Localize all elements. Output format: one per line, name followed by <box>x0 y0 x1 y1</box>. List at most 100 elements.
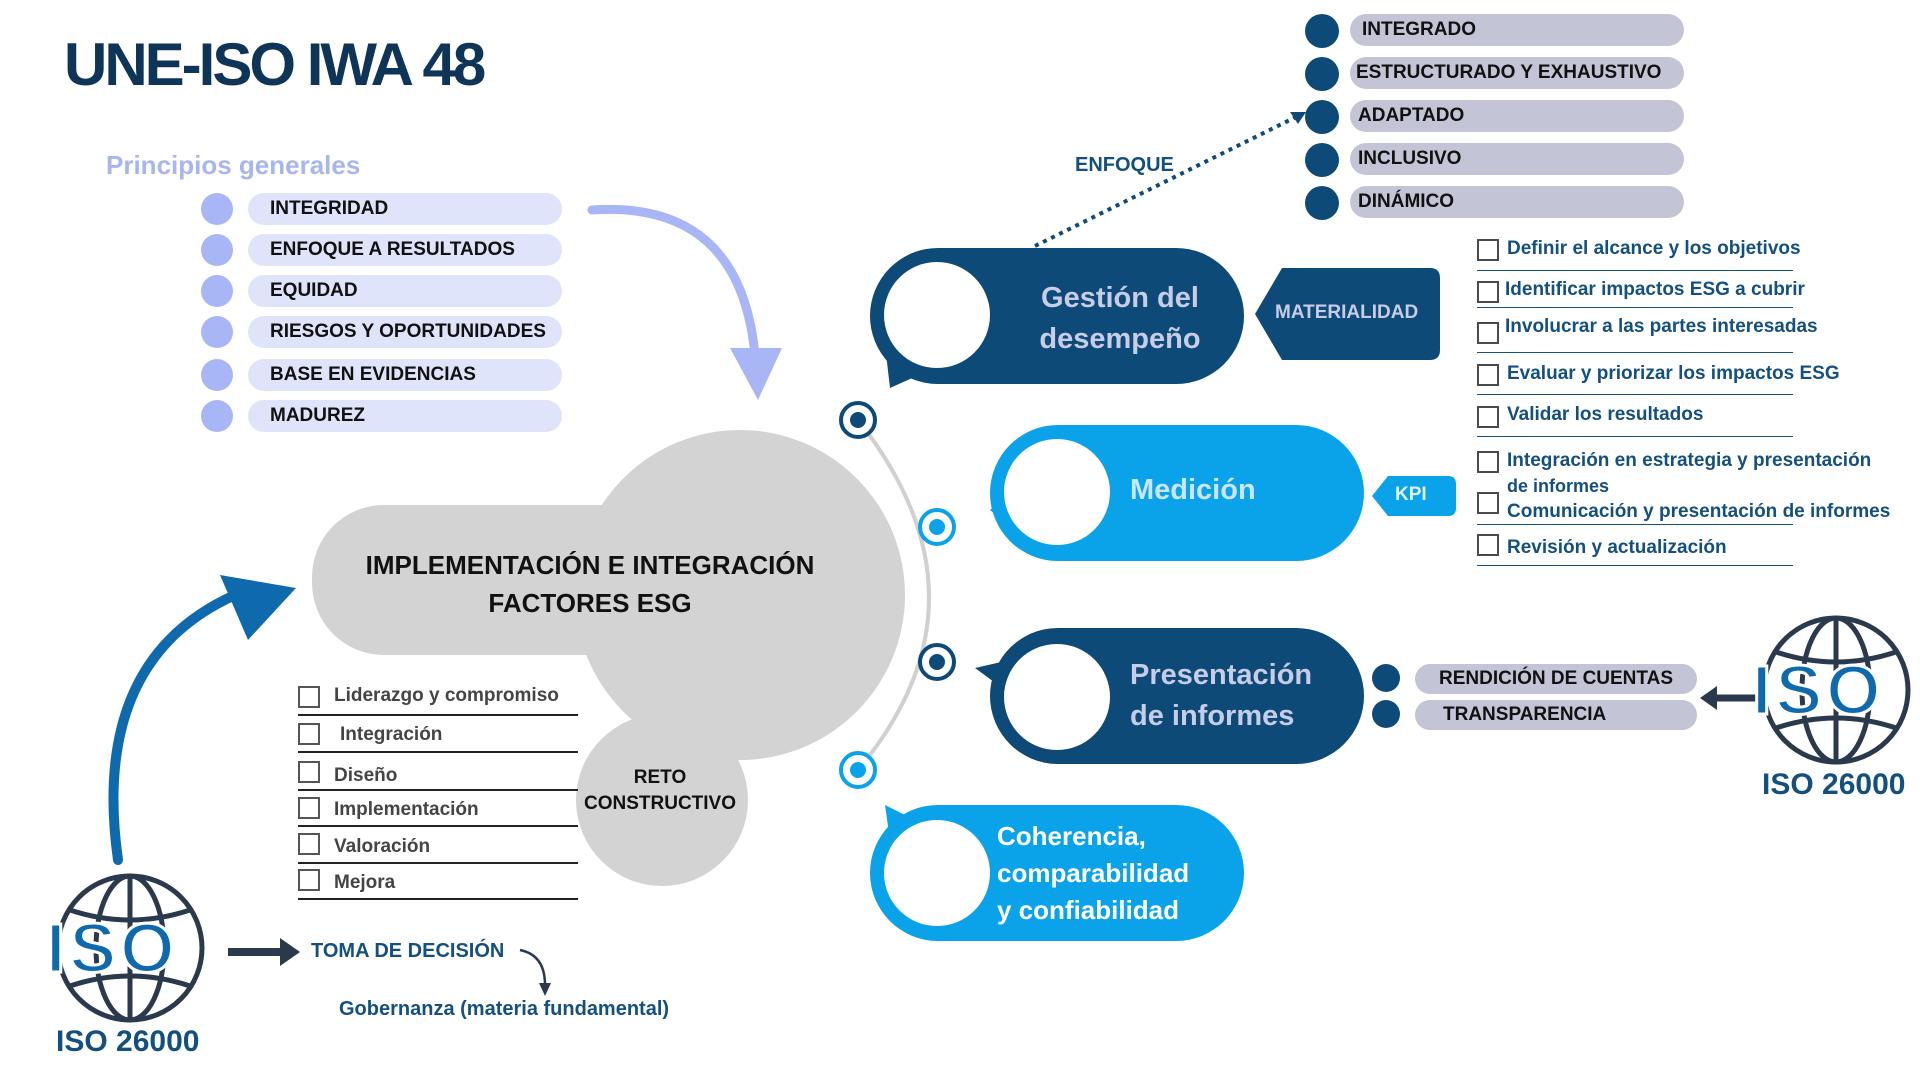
checklist-divider <box>1477 524 1793 525</box>
principio-item: BASE EN EVIDENCIAS <box>248 359 562 391</box>
checklist-divider <box>298 825 578 827</box>
iso-arrow-head <box>220 575 296 640</box>
arc-node-2 <box>918 508 956 546</box>
checklist-divider <box>298 862 578 864</box>
reto-line2: CONSTRUCTIVO <box>584 793 736 814</box>
enfoque-label: ENFOQUE <box>1075 154 1174 176</box>
enfoque-arrow-head <box>1290 112 1306 124</box>
checkbox[interactable] <box>298 797 320 819</box>
principio-item: MADUREZ <box>248 400 562 432</box>
page-title: UNE-ISO IWA 48 <box>64 31 486 98</box>
checklist-label: Liderazgo y compromiso <box>334 685 559 706</box>
arc-node-3 <box>918 643 956 681</box>
enfoque-item: ESTRUCTURADO Y EXHAUSTIVO <box>1350 57 1684 89</box>
arc-node-4 <box>839 751 877 789</box>
enfoque-bullet <box>1305 100 1339 134</box>
principio-bullet <box>201 193 233 225</box>
principio-bullet <box>201 234 233 266</box>
checklist-divider <box>1477 394 1793 395</box>
checklist-divider <box>1477 270 1793 271</box>
checklist-label-continued: de informes <box>1507 476 1610 496</box>
checklist-label: Validar los resultados <box>1507 404 1704 425</box>
checkbox[interactable] <box>1477 492 1499 514</box>
gobernanza-arrow <box>519 948 547 986</box>
iso-logo-right <box>1761 615 1911 765</box>
presentacion-line1: Presentación <box>1130 659 1313 691</box>
toma-decision-label: TOMA DE DECISIÓN <box>311 940 505 962</box>
coherencia-line2: comparabilidad <box>997 858 1190 888</box>
checklist-label: Definir el alcance y los objetivos <box>1507 238 1801 259</box>
checklist-label: Identificar impactos ESG a cubrir <box>1505 279 1805 300</box>
checkbox[interactable] <box>298 723 320 745</box>
materialidad-label: MATERIALIDAD <box>1275 302 1419 323</box>
coherencia-line1: Coherencia, <box>997 821 1146 851</box>
gestion-text: Gestión del desempeño <box>1010 278 1230 360</box>
reto-constructivo: RETO CONSTRUCTIVO <box>575 765 745 817</box>
checkbox[interactable] <box>298 686 320 708</box>
kpi-label: KPI <box>1395 484 1427 505</box>
enfoque-bullet <box>1305 186 1339 220</box>
checkbox[interactable] <box>1477 406 1499 428</box>
center-title-line2: FACTORES ESG <box>488 588 692 618</box>
principio-bullet <box>201 359 233 391</box>
enfoque-item: DINÁMICO <box>1350 186 1684 218</box>
center-title-line1: IMPLEMENTACIÓN E INTEGRACIÓN <box>365 550 815 580</box>
checklist-label: Revisión y actualización <box>1507 537 1727 558</box>
checklist-divider <box>1477 307 1793 308</box>
checklist-divider <box>1477 436 1793 437</box>
checkbox[interactable] <box>1477 281 1499 303</box>
checklist-label: Involucrar a las partes interesadas <box>1505 316 1818 337</box>
gestion-line1: Gestión del <box>1041 282 1199 314</box>
checklist-label: Evaluar y priorizar los impactos ESG <box>1507 363 1840 384</box>
checklist-divider <box>298 898 578 900</box>
transparencia-item: TRANSPARENCIA <box>1415 700 1697 730</box>
coherencia-bubble <box>870 805 1244 941</box>
iso-caption-right: ISO 26000 <box>1762 768 1906 801</box>
checkbox[interactable] <box>1477 364 1499 386</box>
checkbox[interactable] <box>298 761 320 783</box>
medicion-text: Medición <box>1130 474 1256 506</box>
coherencia-text: Coherencia, comparabilidad y confiabilid… <box>997 818 1189 929</box>
principios-arrow-head <box>730 348 782 400</box>
presentacion-text: Presentación de informes <box>1130 655 1312 737</box>
principio-item: EQUIDAD <box>248 275 562 307</box>
checkbox[interactable] <box>1477 239 1499 261</box>
checklist-divider <box>298 714 578 716</box>
enfoque-item: INCLUSIVO <box>1350 143 1684 175</box>
rendicion-item: RENDICIÓN DE CUENTAS <box>1415 664 1697 694</box>
checkbox[interactable] <box>298 869 320 891</box>
enfoque-item: ADAPTADO <box>1350 100 1684 132</box>
checkbox[interactable] <box>1477 322 1499 344</box>
principios-arrow <box>587 204 760 360</box>
iso-logo-left-text: ISO <box>45 908 179 989</box>
principios-heading: Principios generales <box>106 150 361 180</box>
reto-line1: RETO <box>633 767 687 788</box>
checkbox[interactable] <box>1477 451 1499 473</box>
principio-item: ENFOQUE A RESULTADOS <box>248 234 562 266</box>
gestion-line2: desempeño <box>1039 323 1201 355</box>
center-title: IMPLEMENTACIÓN E INTEGRACIÓN FACTORES ES… <box>310 546 870 622</box>
checkbox[interactable] <box>1477 534 1499 556</box>
principio-item: RIESGOS Y OPORTUNIDADES <box>248 316 562 348</box>
gestion-bubble <box>870 248 1244 388</box>
presentacion-bubble <box>975 628 1364 764</box>
principio-bullet <box>201 400 233 432</box>
rendicion-bullet <box>1372 664 1400 692</box>
kpi-tag <box>1372 476 1456 516</box>
enfoque-item: INTEGRADO <box>1350 14 1684 46</box>
principio-bullet <box>201 316 233 348</box>
enfoque-dotted-arrow <box>1034 113 1301 248</box>
checklist-label: Integración en estrategia y presentación <box>1507 450 1872 471</box>
checklist-label: Comunicación y presentación de informes <box>1507 501 1891 522</box>
coherencia-line3: y confiabilidad <box>997 895 1180 925</box>
center-blob <box>312 430 905 886</box>
iso-logo-left <box>55 873 205 1023</box>
checklist-divider <box>1477 352 1793 353</box>
checkbox[interactable] <box>298 833 320 855</box>
checklist-label: Mejora <box>334 872 396 893</box>
iso-arrow <box>108 590 240 865</box>
materialidad-tag <box>1255 268 1440 360</box>
checklist-divider <box>298 751 578 753</box>
arc-node-1 <box>839 401 877 439</box>
checklist-label: Diseño <box>334 765 398 786</box>
